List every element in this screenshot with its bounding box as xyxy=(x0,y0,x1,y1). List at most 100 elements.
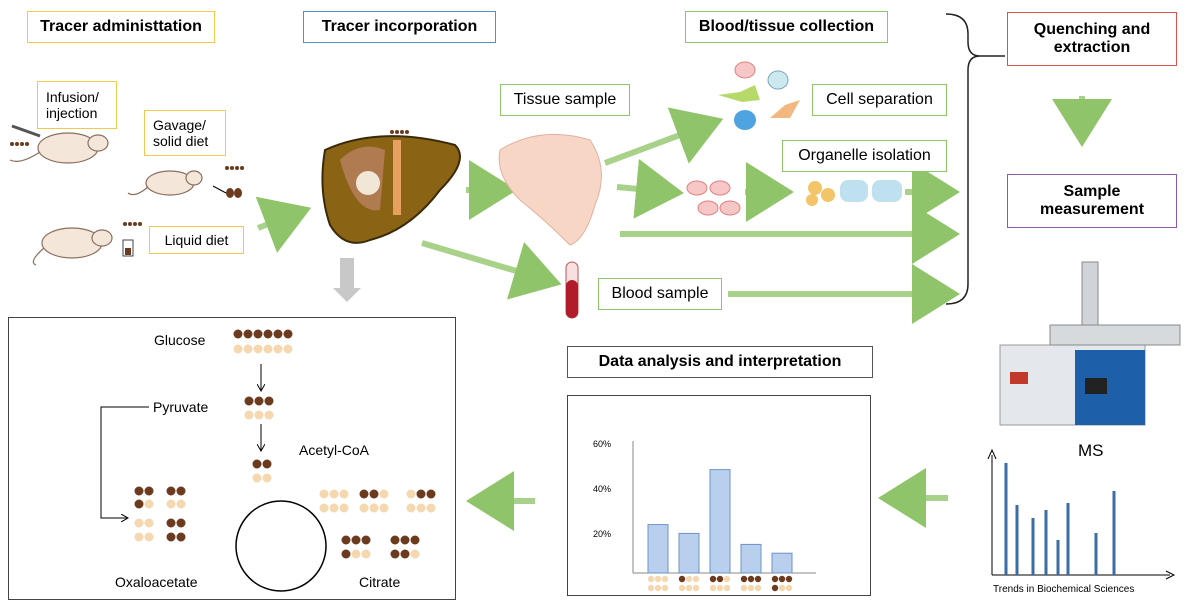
carbon-atom xyxy=(134,486,144,496)
chart-isotopologue-atom xyxy=(654,584,662,592)
chart-isotopologue-atom xyxy=(678,584,686,592)
chart-svg xyxy=(632,441,816,592)
stage-label: Quenching and xyxy=(1033,21,1151,38)
carbon-atom xyxy=(166,499,176,509)
y-tick: 40% xyxy=(593,484,612,494)
y-tick: 60% xyxy=(593,439,612,449)
carbon-atom xyxy=(243,344,253,354)
carbon-atom xyxy=(410,535,420,545)
chart-isotopologue-atom xyxy=(771,575,779,583)
sample-label: Tissue sample xyxy=(513,91,617,108)
carbon-atom xyxy=(134,518,144,528)
chart-isotopologue-atom xyxy=(647,575,655,583)
sample-blood: Blood sample xyxy=(598,278,722,310)
chart-isotopologue-atom xyxy=(740,575,748,583)
carbon-atom xyxy=(329,489,339,499)
carbon-atom xyxy=(233,344,243,354)
chart-isotopologue-atom xyxy=(661,584,669,592)
stage-label: Data analysis and interpretation xyxy=(598,353,842,370)
carbon-atom xyxy=(252,459,262,469)
pathway-graphics xyxy=(100,329,436,592)
chart-isotopologue-atom xyxy=(692,584,700,592)
cell-illustrations xyxy=(718,61,800,130)
chart-isotopologue-atom xyxy=(754,575,762,583)
carbon-atom xyxy=(254,410,264,420)
sample-cell-separation: Cell separation xyxy=(812,84,947,116)
carbon-atom xyxy=(262,459,272,469)
chart-bar xyxy=(647,524,669,574)
carbon-atom xyxy=(176,532,186,542)
carbon-atom xyxy=(263,344,273,354)
stage-label: measurement xyxy=(1039,201,1145,218)
carbon-atom xyxy=(379,503,389,513)
carbon-atom xyxy=(351,549,361,559)
chart-bar xyxy=(771,552,793,574)
metabolite-oxaloacetate: Oxaloacetate xyxy=(115,574,198,590)
carbon-atom xyxy=(351,535,361,545)
chart-isotopologue-atom xyxy=(661,575,669,583)
stage-label: Tracer administtation xyxy=(40,18,202,35)
carbon-atom xyxy=(176,486,186,496)
carbon-atom xyxy=(243,329,253,339)
ms-label: MS xyxy=(1078,441,1104,460)
chart-isotopologue-atom xyxy=(778,575,786,583)
pathway-panel: Glucose Pyruvate Acetyl-CoA Oxaloacetate… xyxy=(8,317,456,600)
route-gavage: Gavage/solid diet xyxy=(144,110,226,156)
stage-tracer-administration: Tracer administtation xyxy=(27,11,215,43)
metabolite-pyruvate: Pyruvate xyxy=(153,399,209,415)
carbon-atom xyxy=(329,503,339,513)
carbon-atom xyxy=(176,518,186,528)
carbon-atom xyxy=(339,503,349,513)
carbon-atom xyxy=(400,535,410,545)
route-label: Infusion/ xyxy=(46,89,99,105)
chart-bar xyxy=(678,532,700,574)
sample-organelle-isolation: Organelle isolation xyxy=(782,140,947,172)
carbon-atom xyxy=(264,396,274,406)
chart-isotopologue-atom xyxy=(747,584,755,592)
carbon-atom xyxy=(369,503,379,513)
mouse-icons xyxy=(9,132,203,266)
chart-isotopologue-atom xyxy=(778,584,786,592)
metabolite-citrate: Citrate xyxy=(359,574,401,590)
isotopologue-chart: 60% 40% 20% xyxy=(567,395,871,596)
carbon-atom xyxy=(283,329,293,339)
carbon-atom xyxy=(244,396,254,406)
carbon-atom xyxy=(252,473,262,483)
chart-isotopologue-atom xyxy=(685,584,693,592)
carbon-atom xyxy=(262,473,272,483)
carbon-atom xyxy=(144,532,154,542)
carbon-atom xyxy=(253,329,263,339)
carbon-atom xyxy=(359,503,369,513)
carbon-atom xyxy=(390,535,400,545)
chart-isotopologue-atom xyxy=(716,584,724,592)
chart-isotopologue-atom xyxy=(785,584,793,592)
collection-brace xyxy=(945,13,981,305)
route-label: Gavage/ xyxy=(153,117,206,133)
chart-isotopologue-atom xyxy=(647,584,655,592)
carbon-atom xyxy=(166,518,176,528)
carbon-atom xyxy=(339,489,349,499)
carbon-atom xyxy=(166,486,176,496)
metabolite-acetyl-coa: Acetyl-CoA xyxy=(299,442,370,458)
carbon-atom xyxy=(416,503,426,513)
carbon-atom xyxy=(273,329,283,339)
carbon-atom xyxy=(369,489,379,499)
route-liquid-diet: Liquid diet xyxy=(149,226,244,254)
carbon-atom xyxy=(426,503,436,513)
stage-label: Blood/tissue collection xyxy=(698,18,875,35)
carbon-atom xyxy=(341,535,351,545)
carbon-atom xyxy=(341,549,351,559)
metabolite-glucose: Glucose xyxy=(154,332,206,348)
chart-isotopologue-atom xyxy=(709,575,717,583)
carbon-atom xyxy=(416,489,426,499)
chart-isotopologue-atom xyxy=(754,584,762,592)
chart-bar xyxy=(709,469,731,574)
y-tick: 20% xyxy=(593,529,612,539)
chart-isotopologue-atom xyxy=(771,584,779,592)
chart-isotopologue-atom xyxy=(716,575,724,583)
carbon-atom xyxy=(406,489,416,499)
chart-isotopologue-atom xyxy=(723,584,731,592)
sample-label: Organelle isolation xyxy=(798,147,931,164)
carbon-atom xyxy=(144,486,154,496)
